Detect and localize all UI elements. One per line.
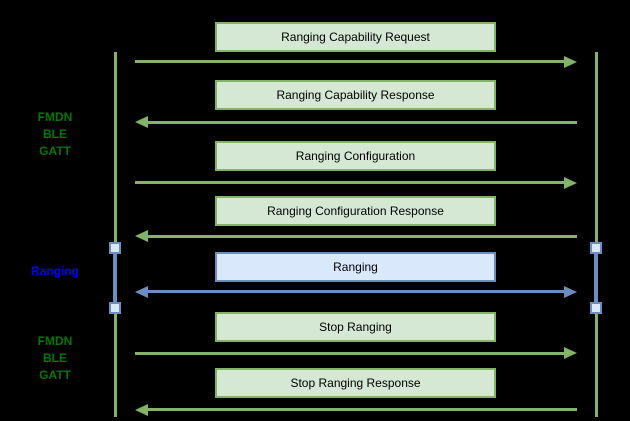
message-box: Ranging Configuration: [215, 141, 496, 171]
message-arrow-right: [135, 176, 577, 189]
arrow-line: [135, 181, 564, 184]
arrow-line: [148, 290, 564, 293]
arrow-line: [135, 60, 564, 63]
message-label: Stop Ranging: [319, 320, 392, 334]
message-arrow-right: [135, 347, 577, 359]
arrowhead-left-icon: [135, 230, 148, 242]
message-box: Ranging Configuration Response: [215, 196, 496, 226]
arrow-line: [148, 234, 577, 238]
arrowhead-right-icon: [564, 176, 577, 189]
lifeline-left: [113, 52, 117, 417]
activation-marker: [109, 302, 121, 314]
lifeline-right: [594, 52, 598, 417]
message-arrow-left: [135, 403, 577, 416]
phase-label-ranging: Ranging: [31, 264, 79, 278]
message-box: Stop Ranging: [215, 312, 496, 342]
arrowhead-right-icon: [564, 55, 577, 68]
arrowhead-left-icon: [135, 116, 148, 128]
message-box: Ranging Capability Request: [215, 22, 496, 52]
activation-marker: [109, 242, 121, 254]
arrow-line: [135, 351, 564, 355]
message-label: Stop Ranging Response: [290, 376, 421, 390]
message-box: Stop Ranging Response: [215, 368, 496, 398]
message-label: Ranging Configuration: [295, 149, 416, 163]
message-label: Ranging Capability Request: [281, 30, 430, 44]
message-box: Ranging: [215, 252, 496, 282]
message-label: Ranging: [333, 260, 378, 274]
ranging-session-bar-right: [594, 250, 598, 308]
message-label: Ranging Capability Response: [276, 88, 435, 102]
phase-label-fmdn-ble-gatt-top: FMDN BLE GATT: [37, 110, 73, 158]
arrowhead-right-icon: [564, 347, 577, 359]
message-arrow-left: [135, 230, 577, 242]
arrowhead-left-icon: [135, 403, 148, 416]
arrowhead-left-icon: [135, 285, 148, 298]
arrowhead-right-icon: [564, 285, 577, 298]
arrow-line: [148, 120, 577, 124]
ranging-session-bar-left: [113, 250, 117, 308]
activation-marker: [590, 242, 602, 254]
activation-marker: [590, 302, 602, 314]
message-arrow-left: [135, 116, 577, 128]
message-label: Ranging Configuration Response: [267, 204, 444, 218]
message-box: Ranging Capability Response: [215, 80, 496, 110]
phase-label-fmdn-ble-gatt-bottom: FMDN BLE GATT: [37, 334, 73, 382]
message-arrow-right: [135, 55, 577, 68]
arrow-line: [148, 408, 577, 411]
message-arrow-bidirectional: [135, 285, 577, 298]
